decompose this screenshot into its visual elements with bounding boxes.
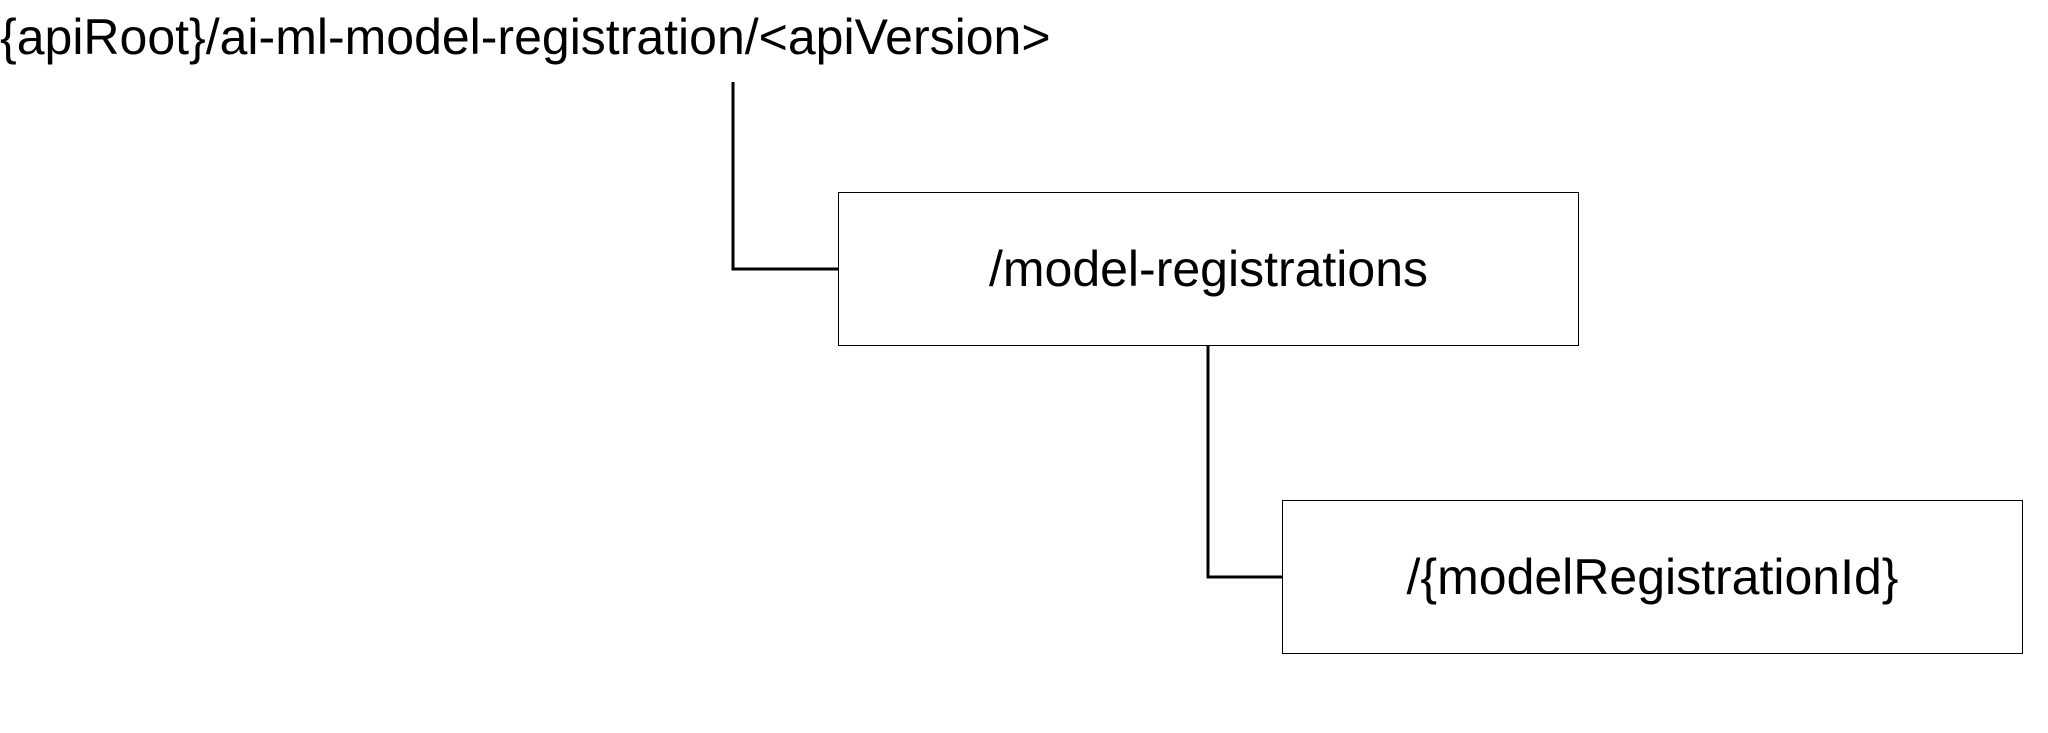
api-root-path: {apiRoot}/ai-ml-model-registration/<apiV… bbox=[0, 9, 1051, 65]
resource-label-model-registration-id: /{modelRegistrationId} bbox=[1406, 549, 1899, 605]
resource-box-model-registrations: /model-registrations bbox=[838, 192, 1579, 346]
connector-model-registrations-to-id bbox=[1206, 346, 1282, 579]
resource-box-model-registration-id: /{modelRegistrationId} bbox=[1282, 500, 2023, 654]
resource-label-model-registrations: /model-registrations bbox=[988, 241, 1429, 297]
connector-root-to-model-registrations bbox=[731, 82, 838, 271]
